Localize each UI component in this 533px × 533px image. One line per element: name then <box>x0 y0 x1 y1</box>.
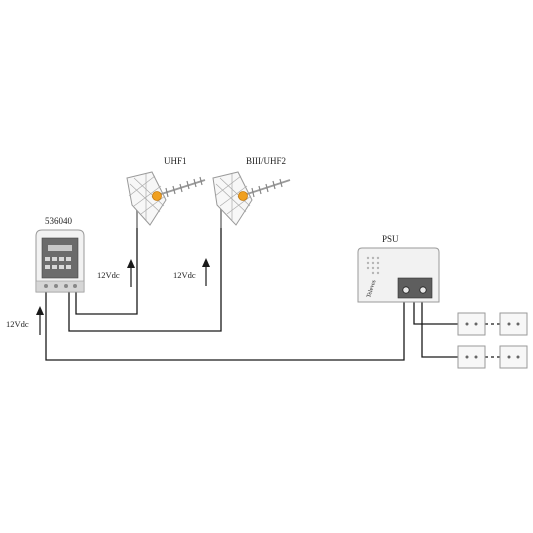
cable-amp-to-psu <box>45 290 405 361</box>
wall-outlets <box>457 312 528 369</box>
balun-icon <box>238 191 248 201</box>
voltage-arrows <box>36 258 210 335</box>
psu-vent <box>366 256 380 275</box>
arrow-up-uhf1 <box>127 259 135 287</box>
cable-psu-to-outlet-row1 <box>413 298 458 325</box>
outlet-row2-b <box>499 345 528 369</box>
arrow-up-amp <box>36 306 44 335</box>
amplifier-display <box>48 245 72 251</box>
balun-icon <box>152 191 162 201</box>
label-biii-uhf2: BIII/UHF2 <box>246 156 286 166</box>
arrow-up-uhf2 <box>202 258 210 286</box>
label-voltage-uhf1: 12Vdc <box>97 270 120 280</box>
psu-unit: Televes <box>357 247 440 303</box>
cable-uhf1-to-amp <box>75 205 138 315</box>
label-voltage-uhf2: 12Vdc <box>173 270 196 280</box>
label-uhf1: UHF1 <box>164 156 187 166</box>
cables <box>45 205 500 361</box>
antenna-biii-uhf2 <box>212 171 291 228</box>
psu-brand: Televes <box>366 279 378 299</box>
label-voltage-amp: 12Vdc <box>6 319 29 329</box>
cable-psu-to-outlet-row2 <box>421 298 458 358</box>
antenna-uhf1 <box>126 171 206 228</box>
amplifier-536040 <box>35 229 85 293</box>
cable-uhf2-to-amp <box>68 205 222 332</box>
psu-port-icon <box>402 286 410 294</box>
outlet-row2-a <box>457 345 486 369</box>
outlet-row1-a <box>457 312 486 336</box>
outlet-row1-b <box>499 312 528 336</box>
label-amplifier-model: 536040 <box>45 216 73 226</box>
psu-port-icon <box>419 286 427 294</box>
amplifier-buttons <box>45 257 71 269</box>
label-psu: PSU <box>382 234 399 244</box>
